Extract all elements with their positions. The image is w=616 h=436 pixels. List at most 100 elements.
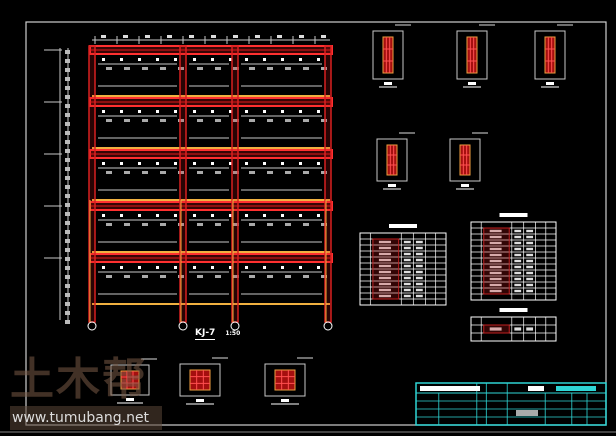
rebar-mark [233, 275, 239, 278]
dimension-text-mark [211, 35, 216, 38]
reinforcement-table-right-cell-text [489, 259, 502, 263]
dimension-tick [65, 176, 70, 180]
dimension-tick [65, 77, 70, 81]
dimension-text-mark [233, 35, 238, 38]
rebar-mark [299, 58, 302, 61]
section-2-concrete [466, 36, 478, 74]
rebar-mark [120, 58, 123, 61]
rebar-mark [124, 67, 130, 70]
dimension-text-mark [277, 35, 282, 38]
reinforcement-table-left-cell-text [403, 264, 411, 268]
reinforcement-table-right-cell-text [514, 235, 522, 239]
reinforcement-table-left-cell-text [378, 246, 391, 250]
reinforcement-table-left-cell-text [415, 288, 423, 292]
dimension-tick [65, 275, 70, 279]
rebar-mark [160, 67, 166, 70]
reinforcement-table-right-cell-text [526, 277, 534, 281]
section-8-concrete [274, 369, 296, 391]
rebar-mark [233, 171, 239, 174]
rebar-mark [299, 162, 302, 165]
reinforcement-table-right-cell-text [526, 271, 534, 275]
rebar-mark [211, 214, 214, 217]
rebar-mark [285, 171, 291, 174]
reinforcement-table-right-cell-text [526, 235, 534, 239]
section-2-label [468, 82, 476, 85]
watermark-url: www.tumubang.net [10, 406, 162, 430]
dimension-tick [65, 158, 70, 162]
dimension-text-mark [255, 35, 260, 38]
axis-bubble [87, 321, 97, 331]
rebar-mark [267, 67, 273, 70]
rebar-mark [317, 162, 320, 165]
reinforcement-table-right-cell-text [514, 283, 522, 287]
section-4-concrete [386, 144, 398, 176]
reinforcement-table-right-cell-text [489, 229, 502, 233]
rebar-mark [138, 110, 141, 113]
rebar-mark [174, 110, 177, 113]
reinforcement-table-left-cell-text [403, 258, 411, 262]
section-7-label [196, 399, 204, 402]
rebar-mark [233, 223, 239, 226]
rebar-mark [215, 223, 221, 226]
title-block [415, 382, 607, 426]
dimension-tick [65, 248, 70, 252]
rebar-mark [124, 119, 130, 122]
dimension-tick [65, 86, 70, 90]
reinforcement-table-left-cell-text [415, 252, 423, 256]
section-3-dimension-box [534, 30, 566, 80]
dimension-tick [65, 266, 70, 270]
rebar-mark [174, 58, 177, 61]
rebar-mark [197, 275, 203, 278]
reinforcement-table-right-cell-text [526, 253, 534, 257]
reinforcement-table-right-cell-text [514, 253, 522, 257]
rebar-mark [160, 275, 166, 278]
reinforcement-table-right-cell-text [514, 259, 522, 263]
reinforcement-table-right-cell-text [489, 277, 502, 281]
rebar-mark [317, 266, 320, 269]
reinforcement-table-left-cell-text [378, 264, 391, 268]
rebar-mark [174, 214, 177, 217]
rebar-mark [193, 266, 196, 269]
rebar-mark [285, 223, 291, 226]
rebar-mark [263, 58, 266, 61]
reinforcement-table-right-cell-text [489, 253, 502, 257]
rebar-mark [245, 214, 248, 217]
reinforcement-table-left-cell-text [403, 252, 411, 256]
reinforcement-table-right-cell-text [489, 289, 502, 293]
rebar-mark [285, 119, 291, 122]
dimension-text-mark [299, 35, 304, 38]
rebar-mark [317, 58, 320, 61]
dimension-text-mark [145, 35, 150, 38]
reinforcement-table-right-cell-text [514, 247, 522, 251]
rebar-mark [102, 110, 105, 113]
reinforcement-table-left-cell-text [415, 258, 423, 262]
rebar-mark [124, 171, 130, 174]
rebar-mark [138, 162, 141, 165]
rebar-mark [120, 214, 123, 217]
reinforcement-table-right-cell-text [489, 247, 502, 251]
rebar-mark [120, 266, 123, 269]
rebar-mark [245, 162, 248, 165]
dimension-tick [65, 230, 70, 234]
section-1-dimension-box [372, 30, 404, 80]
reinforcement-table-right-cell-text [489, 235, 502, 239]
reinforcement-table-right-cell-text [526, 259, 534, 263]
reinforcement-table-right-cell-text [526, 265, 534, 269]
axis-bubble [323, 321, 333, 331]
dimension-tick [65, 194, 70, 198]
dimension-tick [65, 302, 70, 306]
reinforcement-table-left-highlight [372, 238, 400, 300]
rebar-mark [178, 119, 184, 122]
rebar-mark [193, 214, 196, 217]
reinforcement-table-left-cell-text [378, 288, 391, 292]
reinforcement-table-left-cell-text [415, 240, 423, 244]
summary-table-cell-text [489, 327, 502, 331]
rebar-mark [249, 119, 255, 122]
rebar-mark [106, 67, 112, 70]
rebar-mark [211, 110, 214, 113]
rebar-mark [211, 162, 214, 165]
section-8-dimension-box [264, 363, 306, 397]
rebar-mark [142, 67, 148, 70]
title-block-drawing-name [516, 410, 538, 416]
